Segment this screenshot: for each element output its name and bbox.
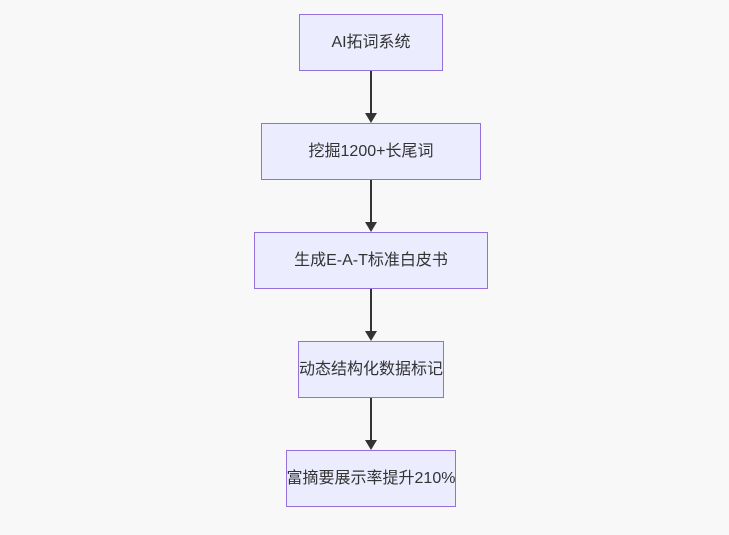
edge-line — [370, 289, 372, 334]
arrowhead-down-icon — [365, 331, 377, 341]
flow-node-eat-whitepaper: 生成E-A-T标准白皮书 — [254, 232, 488, 289]
edge-line — [370, 180, 372, 225]
arrowhead-down-icon — [365, 440, 377, 450]
edge-line — [370, 71, 372, 116]
flow-edge-1 — [364, 71, 378, 123]
flow-node-label: 生成E-A-T标准白皮书 — [294, 251, 448, 269]
flow-node-longtail-mining: 挖掘1200+长尾词 — [261, 123, 481, 180]
arrowhead-down-icon — [365, 113, 377, 123]
edge-line — [370, 398, 372, 443]
flow-node-label: 挖掘1200+长尾词 — [308, 142, 434, 160]
flow-edge-4 — [364, 398, 378, 450]
flow-edge-2 — [364, 180, 378, 232]
flow-node-structured-data-markup: 动态结构化数据标记 — [297, 341, 444, 398]
flow-node-label: 动态结构化数据标记 — [298, 360, 443, 378]
flow-node-rich-snippet-uplift: 富摘要展示率提升210% — [285, 450, 457, 507]
flow-edge-3 — [364, 289, 378, 341]
flowchart: AI拓词系统 挖掘1200+长尾词 生成E-A-T标准白皮书 动态结构化数据标记 — [254, 14, 488, 507]
flow-node-ai-keyword-system: AI拓词系统 — [299, 14, 443, 71]
arrowhead-down-icon — [365, 222, 377, 232]
flow-node-label: AI拓词系统 — [331, 33, 411, 51]
flow-node-label: 富摘要展示率提升210% — [286, 469, 456, 487]
